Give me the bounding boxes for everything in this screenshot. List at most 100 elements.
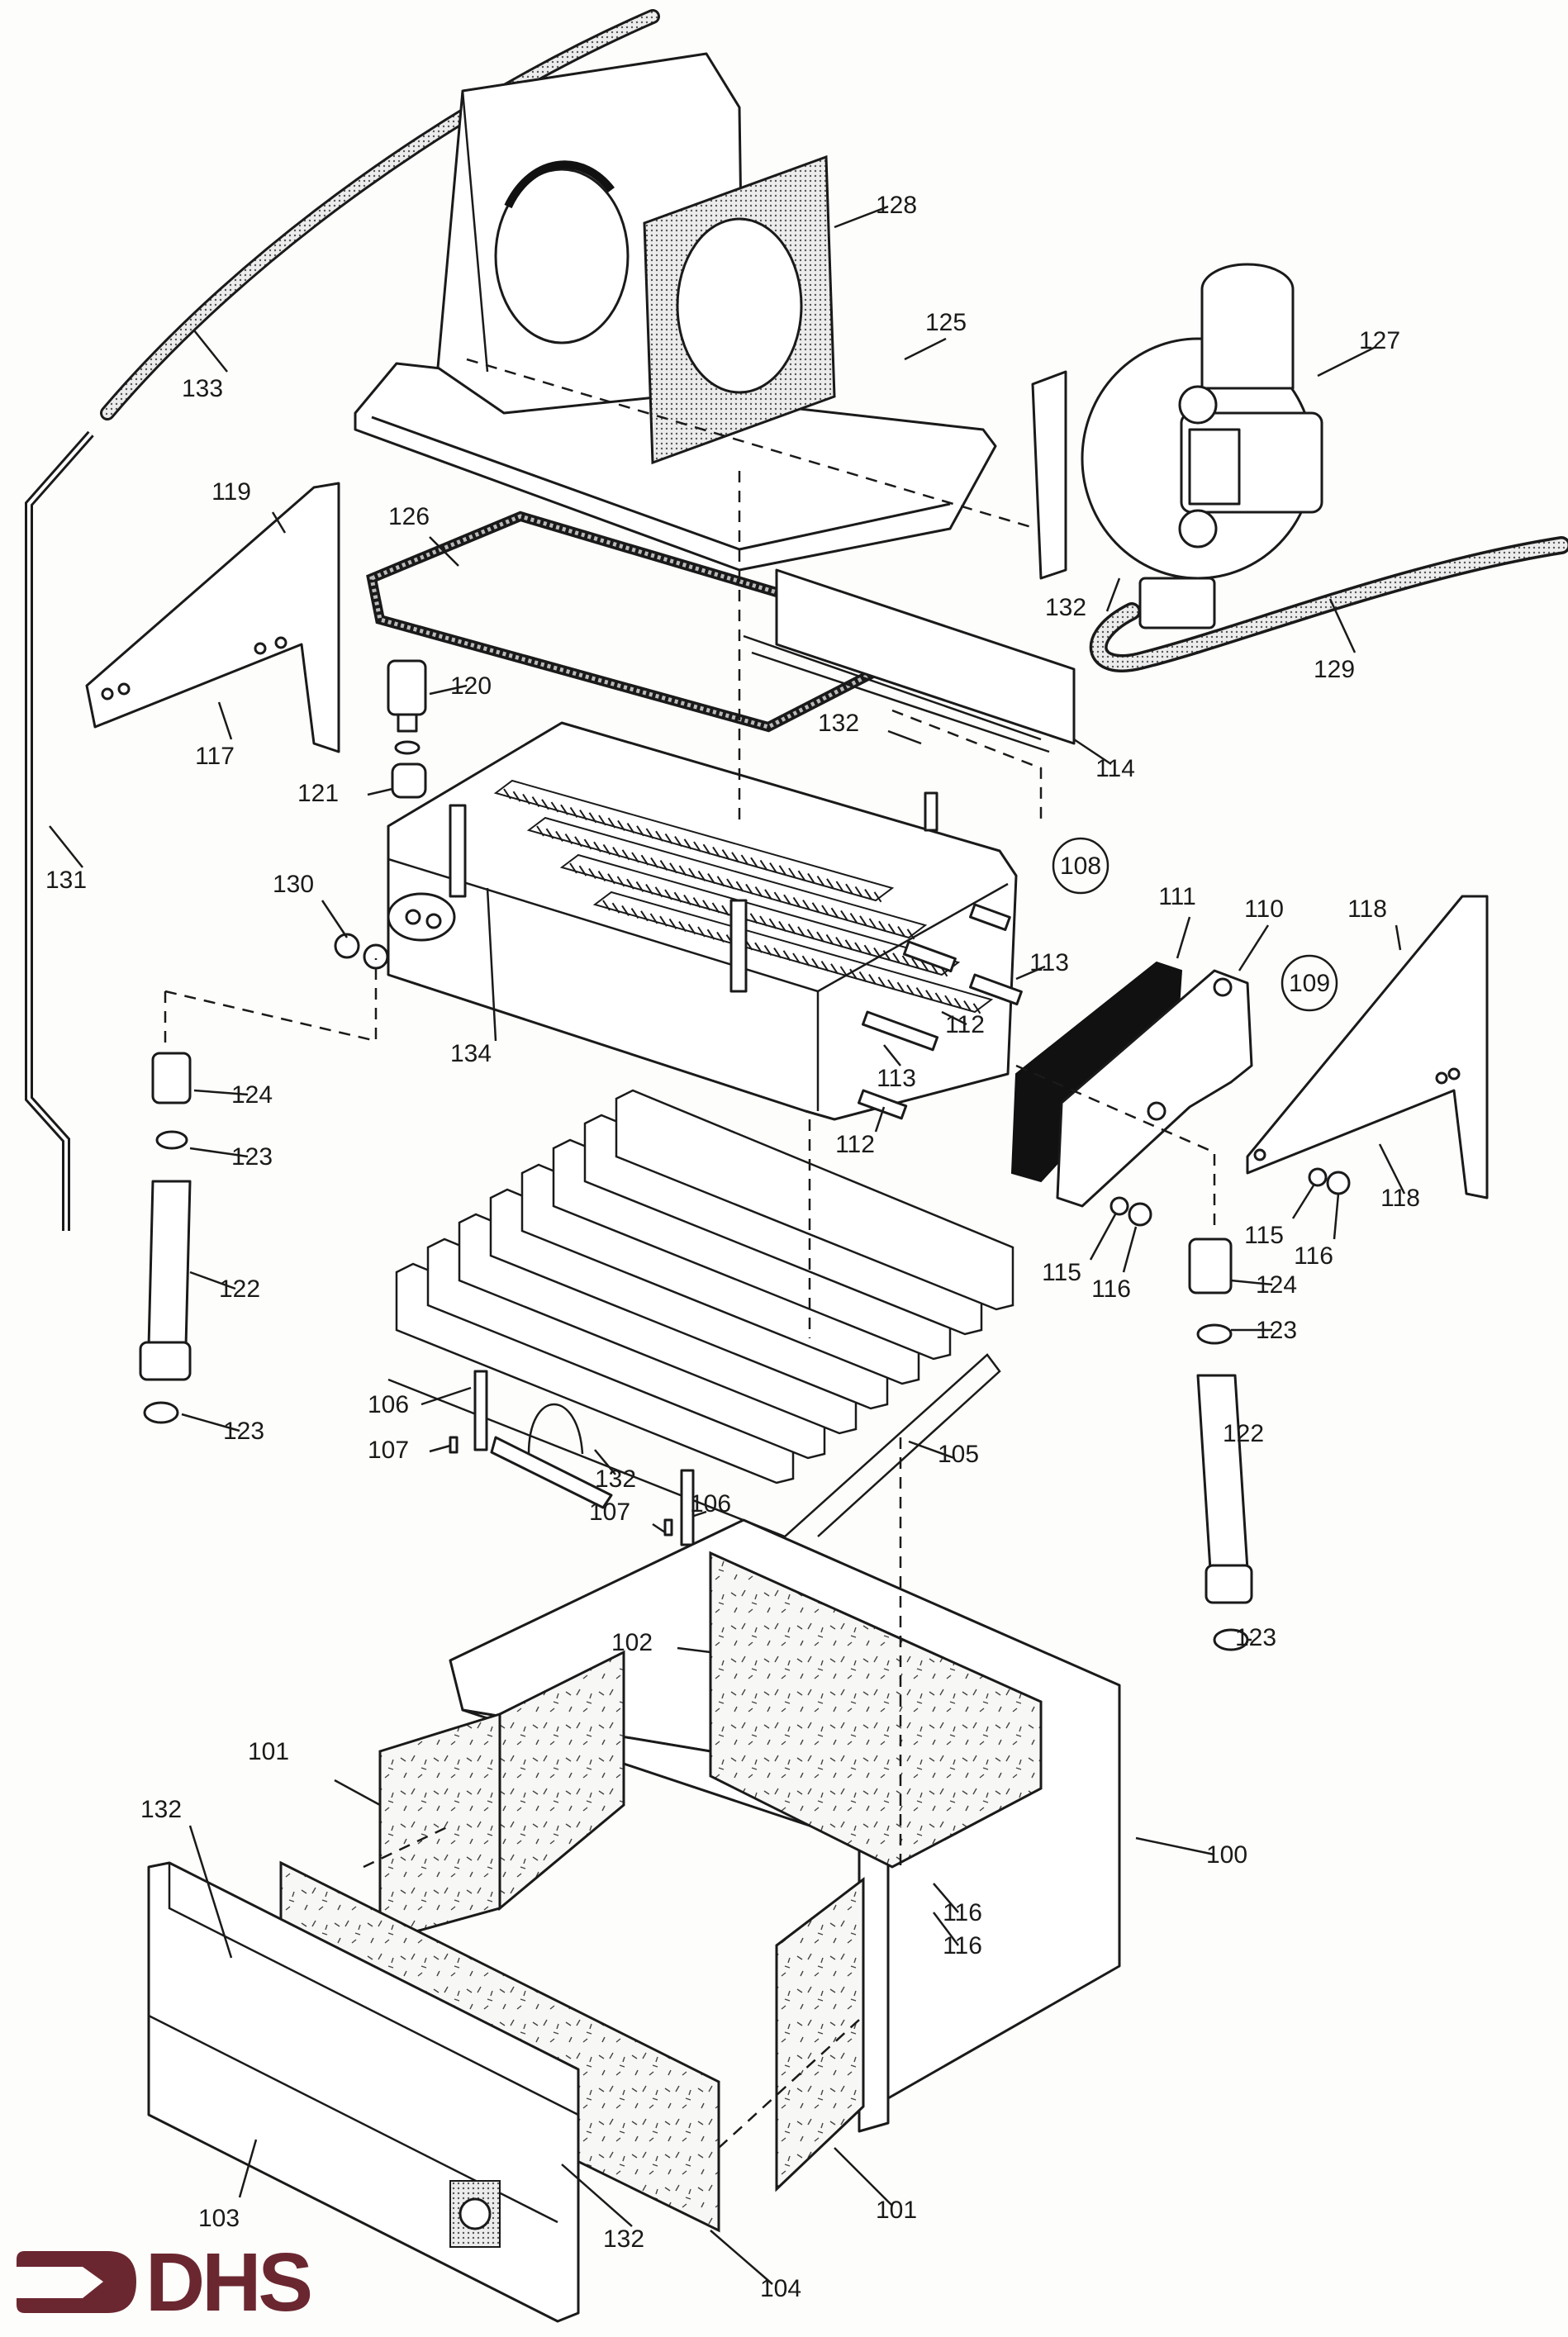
hx-slot-hatch xyxy=(858,971,867,982)
hx-slot-hatch xyxy=(887,979,896,990)
part-117-bracket xyxy=(85,482,340,753)
hx-slot-hatch xyxy=(773,948,782,959)
hx-slot-hatch xyxy=(906,984,915,995)
hx-slot-hatch xyxy=(659,915,668,927)
hx-slot-hatch xyxy=(750,857,758,868)
hx-slot-hatch xyxy=(839,966,848,977)
callout-110: 110 xyxy=(1238,895,1284,971)
hx-slot-hatch xyxy=(882,950,891,962)
hx-slot-hatch xyxy=(588,867,596,879)
callout-labels: 1001011011021031041051061061071071081091… xyxy=(45,192,1420,2302)
hx-slot-hatch xyxy=(863,944,872,956)
hx-slot-hatch xyxy=(687,924,696,935)
hx-slot-hatch xyxy=(712,846,720,857)
hx-slot-hatch xyxy=(545,828,554,839)
hx-slot-hatch xyxy=(877,976,886,988)
callout-100: 100 xyxy=(1135,1836,1247,1869)
hx-slot-hatch xyxy=(607,873,615,885)
brand-logo: DHS xyxy=(17,2241,313,2324)
hx-slot-hatch xyxy=(588,812,597,824)
callout-label: 127 xyxy=(1359,327,1400,354)
hx-slot-hatch xyxy=(597,871,606,882)
callout-116: 116 xyxy=(933,1912,982,1959)
callout-label: 123 xyxy=(231,1143,273,1171)
callout-123: 123 xyxy=(189,1143,273,1171)
hx-slot-hatch xyxy=(503,788,511,800)
hx-slot-hatch xyxy=(550,801,559,813)
hx-slot-hatch xyxy=(678,921,687,933)
part-130-sensors xyxy=(334,933,389,970)
hx-slot-hatch xyxy=(707,873,715,885)
hx-slot-hatch xyxy=(906,929,915,940)
part-114-bracket xyxy=(743,568,1076,753)
hx-slot-hatch xyxy=(925,990,934,1001)
callout-leader-line xyxy=(1105,577,1121,612)
callout-label: 130 xyxy=(273,871,314,898)
callout-leader-line xyxy=(1378,1143,1406,1195)
hx-slot-hatch xyxy=(726,878,734,890)
callout-label: 109 xyxy=(1289,970,1330,997)
assembly-lines xyxy=(164,358,1216,2149)
callout-label: 123 xyxy=(1256,1317,1297,1344)
hx-slot-hatch xyxy=(655,830,663,842)
hx-slot-hatch xyxy=(531,796,540,808)
callout-leader-line xyxy=(321,900,349,938)
callout-label: 107 xyxy=(368,1437,409,1464)
hx-slot-hatch xyxy=(844,939,853,951)
hx-slot-hatch xyxy=(920,960,929,971)
callout-label: 126 xyxy=(388,503,430,530)
hx-slot-hatch xyxy=(640,910,649,922)
callout-leader-line xyxy=(1230,1279,1273,1286)
hx-slot-hatch xyxy=(864,889,872,900)
callout-label: 105 xyxy=(938,1441,979,1468)
hx-slot-hatch xyxy=(754,942,763,953)
callout-leader-line xyxy=(49,825,83,868)
hx-slot-hatch xyxy=(820,961,829,972)
callout-label: 116 xyxy=(1091,1275,1131,1303)
callout-label: 115 xyxy=(1042,1259,1081,1286)
callout-113: 113 xyxy=(1015,949,1069,981)
hx-slot-hatch xyxy=(806,929,815,940)
hx-slot-hatch xyxy=(740,854,749,866)
hx-slot-hatch xyxy=(702,843,711,855)
callout-leader-line xyxy=(1317,345,1376,378)
callout-102: 102 xyxy=(611,1629,711,1656)
callout-label: 104 xyxy=(760,2275,801,2302)
callout-132: 132 xyxy=(140,1796,233,1959)
callout-122: 122 xyxy=(1223,1420,1264,1447)
hx-slot-hatch xyxy=(892,952,900,964)
callout-leader-line xyxy=(1135,1836,1215,1856)
callout-121: 121 xyxy=(297,780,393,807)
callout-leader-line xyxy=(486,887,497,1042)
hx-slot-hatch xyxy=(697,926,706,938)
callout-109: 109 xyxy=(1281,954,1338,1012)
hx-slot-hatch xyxy=(564,834,573,845)
hx-slot-hatch xyxy=(702,900,710,911)
callout-leader-line xyxy=(188,1825,233,1959)
hx-slot-hatch xyxy=(574,836,582,848)
hx-slot-hatch xyxy=(782,950,791,962)
callout-label: 115 xyxy=(1244,1222,1284,1249)
callout-131: 131 xyxy=(45,825,87,894)
hx-slot-hatch xyxy=(607,817,616,829)
callout-label: 106 xyxy=(690,1490,731,1518)
hx-slot-hatch xyxy=(773,891,782,903)
hx-slot-hatch xyxy=(621,849,630,861)
part-100-chamber xyxy=(449,1518,1121,2133)
callout-label: 132 xyxy=(1045,594,1086,621)
callout-label: 103 xyxy=(198,2205,240,2232)
callout-103: 103 xyxy=(198,2139,258,2232)
hx-slot-hatch xyxy=(778,865,787,876)
callout-104: 104 xyxy=(710,2230,801,2302)
hx-slot-hatch xyxy=(944,995,953,1006)
part-120-air-vent xyxy=(387,659,427,755)
hx-slot-hatch xyxy=(821,905,829,916)
callout-112: 112 xyxy=(835,1106,886,1158)
part-121-adapter xyxy=(391,762,427,799)
hx-slot-hatch xyxy=(868,918,877,929)
hx-slot-hatch xyxy=(630,908,639,919)
callout-leader-line xyxy=(883,1044,901,1066)
part-128-gasket xyxy=(643,154,836,465)
hx-slot-hatch xyxy=(802,900,810,911)
callout-leader-line xyxy=(652,1522,666,1534)
